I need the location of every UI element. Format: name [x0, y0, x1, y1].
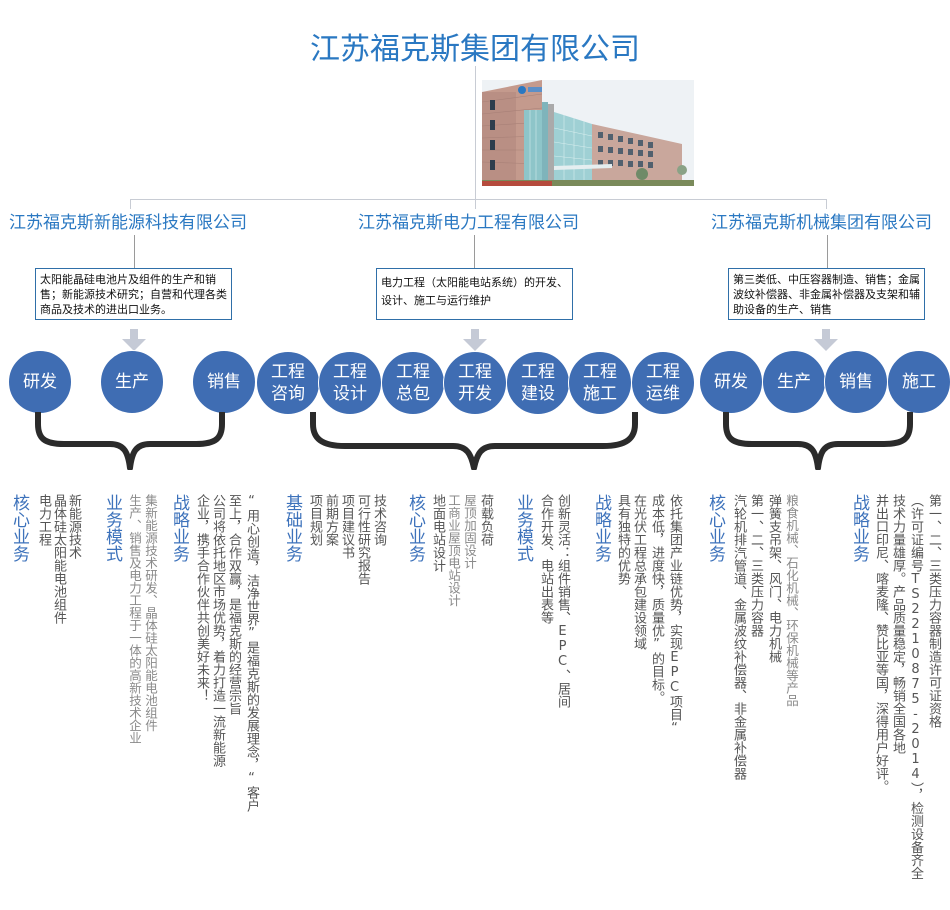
business-node-label: 工程 咨询	[271, 362, 305, 404]
column-item: 第一、二、三类压力容器制造许可证资格	[926, 494, 941, 728]
subsidiary-title-new-energy: 江苏福克斯新能源科技有限公司	[9, 213, 247, 233]
connector-line-power	[474, 235, 475, 268]
business-node-rnd[interactable]: 研发	[699, 350, 763, 414]
column-item: 具有独特的优势	[615, 494, 630, 585]
column-item: 技术力量雄厚。产品质量稳定，畅销全国各地	[890, 494, 905, 754]
business-node-label: 工程 运维	[646, 362, 680, 404]
connector-line-machinery	[827, 235, 828, 268]
column-item: 前期方案	[323, 494, 338, 546]
column-heading-strategic-business: 战略业务	[169, 494, 189, 562]
column-item: “用心创造，洁净世界”是福克斯的发展理念，“客户	[244, 494, 259, 812]
column-item: 弹簧支吊架、风门、电力机械	[766, 494, 781, 663]
business-node-production[interactable]: 生产	[762, 350, 826, 414]
column-item: 在光伏工程总承包建设领域	[631, 494, 646, 650]
title-connector-line	[475, 66, 476, 199]
branch-drop-left	[130, 199, 131, 209]
business-node-label: 工程 施工	[583, 362, 617, 404]
branch-drop-right	[826, 199, 827, 209]
business-node-engineering-development[interactable]: 工程 开发	[443, 351, 507, 415]
column-item: 新能源技术	[66, 494, 81, 559]
business-node-label: 施工	[902, 372, 936, 392]
group-title: 江苏福克斯集团有限公司	[310, 32, 640, 67]
subsidiary-title-machinery: 江苏福克斯机械集团有限公司	[711, 213, 932, 233]
column-item: 第一、二、三类压力容器	[748, 494, 763, 637]
description-box-new-energy: 太阳能晶硅电池片及组件的生产和销售；新能源技术研究；自营和代理各类商品及技术的进…	[35, 268, 232, 320]
subsidiary-title-power-engineering: 江苏福克斯电力工程有限公司	[358, 213, 579, 233]
column-heading-basic-business: 基础业务	[282, 494, 302, 562]
business-node-engineering-installation[interactable]: 工程 施工	[568, 351, 632, 415]
business-node-engineering-construction[interactable]: 工程 建设	[506, 351, 570, 415]
column-heading-business-model: 业务模式	[102, 494, 122, 562]
column-item: 屋顶加固设计	[462, 494, 477, 569]
column-item: 合作开发、电站出表等	[538, 494, 553, 624]
column-item: 公司将依托地区市场优势，着力打造一流新能源	[210, 494, 225, 767]
column-item: 并出口印尼、喀麦隆、赞比亚等国，深得用户好评。	[873, 494, 888, 793]
column-item: 工商业屋顶电站设计	[446, 494, 461, 607]
column-item: 项目规划	[307, 494, 322, 546]
business-node-label: 研发	[23, 372, 57, 392]
down-arrow-icon	[814, 329, 838, 351]
branch-connector-line	[130, 199, 826, 200]
branch-drop-center	[475, 199, 476, 209]
business-node-label: 生产	[777, 372, 811, 392]
column-item: 晶体硅太阳能电池组件	[51, 494, 66, 624]
column-item: 生产、销售及电力工程于一体的高新技术企业	[127, 494, 142, 744]
column-item: 可行性研究报告	[355, 494, 370, 585]
business-node-label: 销售	[839, 372, 873, 392]
column-item: （许可证编号TS2210875-2014），检测设备齐全	[908, 494, 923, 880]
business-node-label: 工程 建设	[521, 362, 555, 404]
business-node-sales[interactable]: 销售	[192, 350, 256, 414]
column-heading-strategic-business: 战略业务	[849, 494, 869, 562]
column-heading-core-business: 核心业务	[405, 494, 425, 562]
business-node-engineering-consulting[interactable]: 工程 咨询	[256, 351, 320, 415]
column-item: 汽轮机排汽管道、金属波纹补偿器、非金属补偿器	[731, 494, 746, 780]
column-item: 地面电站设计	[430, 494, 445, 572]
business-node-engineering-design[interactable]: 工程 设计	[318, 351, 382, 415]
description-box-power: 电力工程（太阳能电站系统）的开发、设计、施工与运行维护	[376, 268, 573, 320]
column-heading-core-business: 核心业务	[705, 494, 725, 562]
column-item: 集新能源技术研发、晶体硅太阳能电池组件	[143, 494, 158, 732]
business-node-engineering-epc[interactable]: 工程 总包	[381, 351, 445, 415]
business-node-label: 工程 开发	[458, 362, 492, 404]
column-heading-strategic-business: 战略业务	[591, 494, 611, 562]
brace-power	[310, 412, 638, 470]
description-box-machinery: 第三类低、中压容器制造、销售；金属波纹补偿器、非金属补偿器及支架和辅助设备的生产…	[728, 268, 925, 320]
business-node-label: 工程 设计	[333, 362, 367, 404]
column-heading-business-model: 业务模式	[513, 494, 533, 562]
building-image	[482, 80, 694, 186]
business-node-label: 研发	[714, 372, 748, 392]
business-node-label: 销售	[207, 372, 241, 392]
column-item: 荷载负荷	[478, 494, 493, 546]
business-node-installation[interactable]: 施工	[887, 350, 950, 414]
business-node-rnd[interactable]: 研发	[8, 350, 72, 414]
brace-new-energy	[35, 412, 225, 470]
down-arrow-icon	[463, 329, 487, 351]
column-item: 成本低，进度快，质量优”的目标。	[649, 494, 664, 704]
business-node-sales[interactable]: 销售	[824, 350, 888, 414]
business-node-label: 工程 总包	[396, 362, 430, 404]
down-arrow-icon	[122, 329, 146, 351]
column-item: 至上，合作双赢，是福克斯的经营宗旨	[226, 494, 241, 715]
column-item: 创新灵活：组件销售、EPC、居间	[555, 494, 570, 708]
connector-line-new-energy	[134, 235, 135, 268]
business-node-label: 生产	[115, 372, 149, 392]
column-heading-core-business: 核心业务	[9, 494, 29, 562]
brace-machinery	[723, 412, 913, 470]
company-building-photo	[482, 80, 694, 186]
column-item: 电力工程	[36, 494, 51, 546]
column-item: 技术咨询	[371, 494, 386, 546]
column-item: 粮食机械、石化机械、环保机械等产品	[784, 494, 799, 707]
column-item: 依托集团产业链优势，实现EPC项目“	[667, 494, 682, 736]
column-item: 企业，携手合作伙伴共创美好未来！	[194, 494, 209, 702]
business-node-engineering-operation[interactable]: 工程 运维	[631, 351, 695, 415]
business-node-production[interactable]: 生产	[100, 350, 164, 414]
column-item: 项目建议书	[339, 494, 354, 559]
